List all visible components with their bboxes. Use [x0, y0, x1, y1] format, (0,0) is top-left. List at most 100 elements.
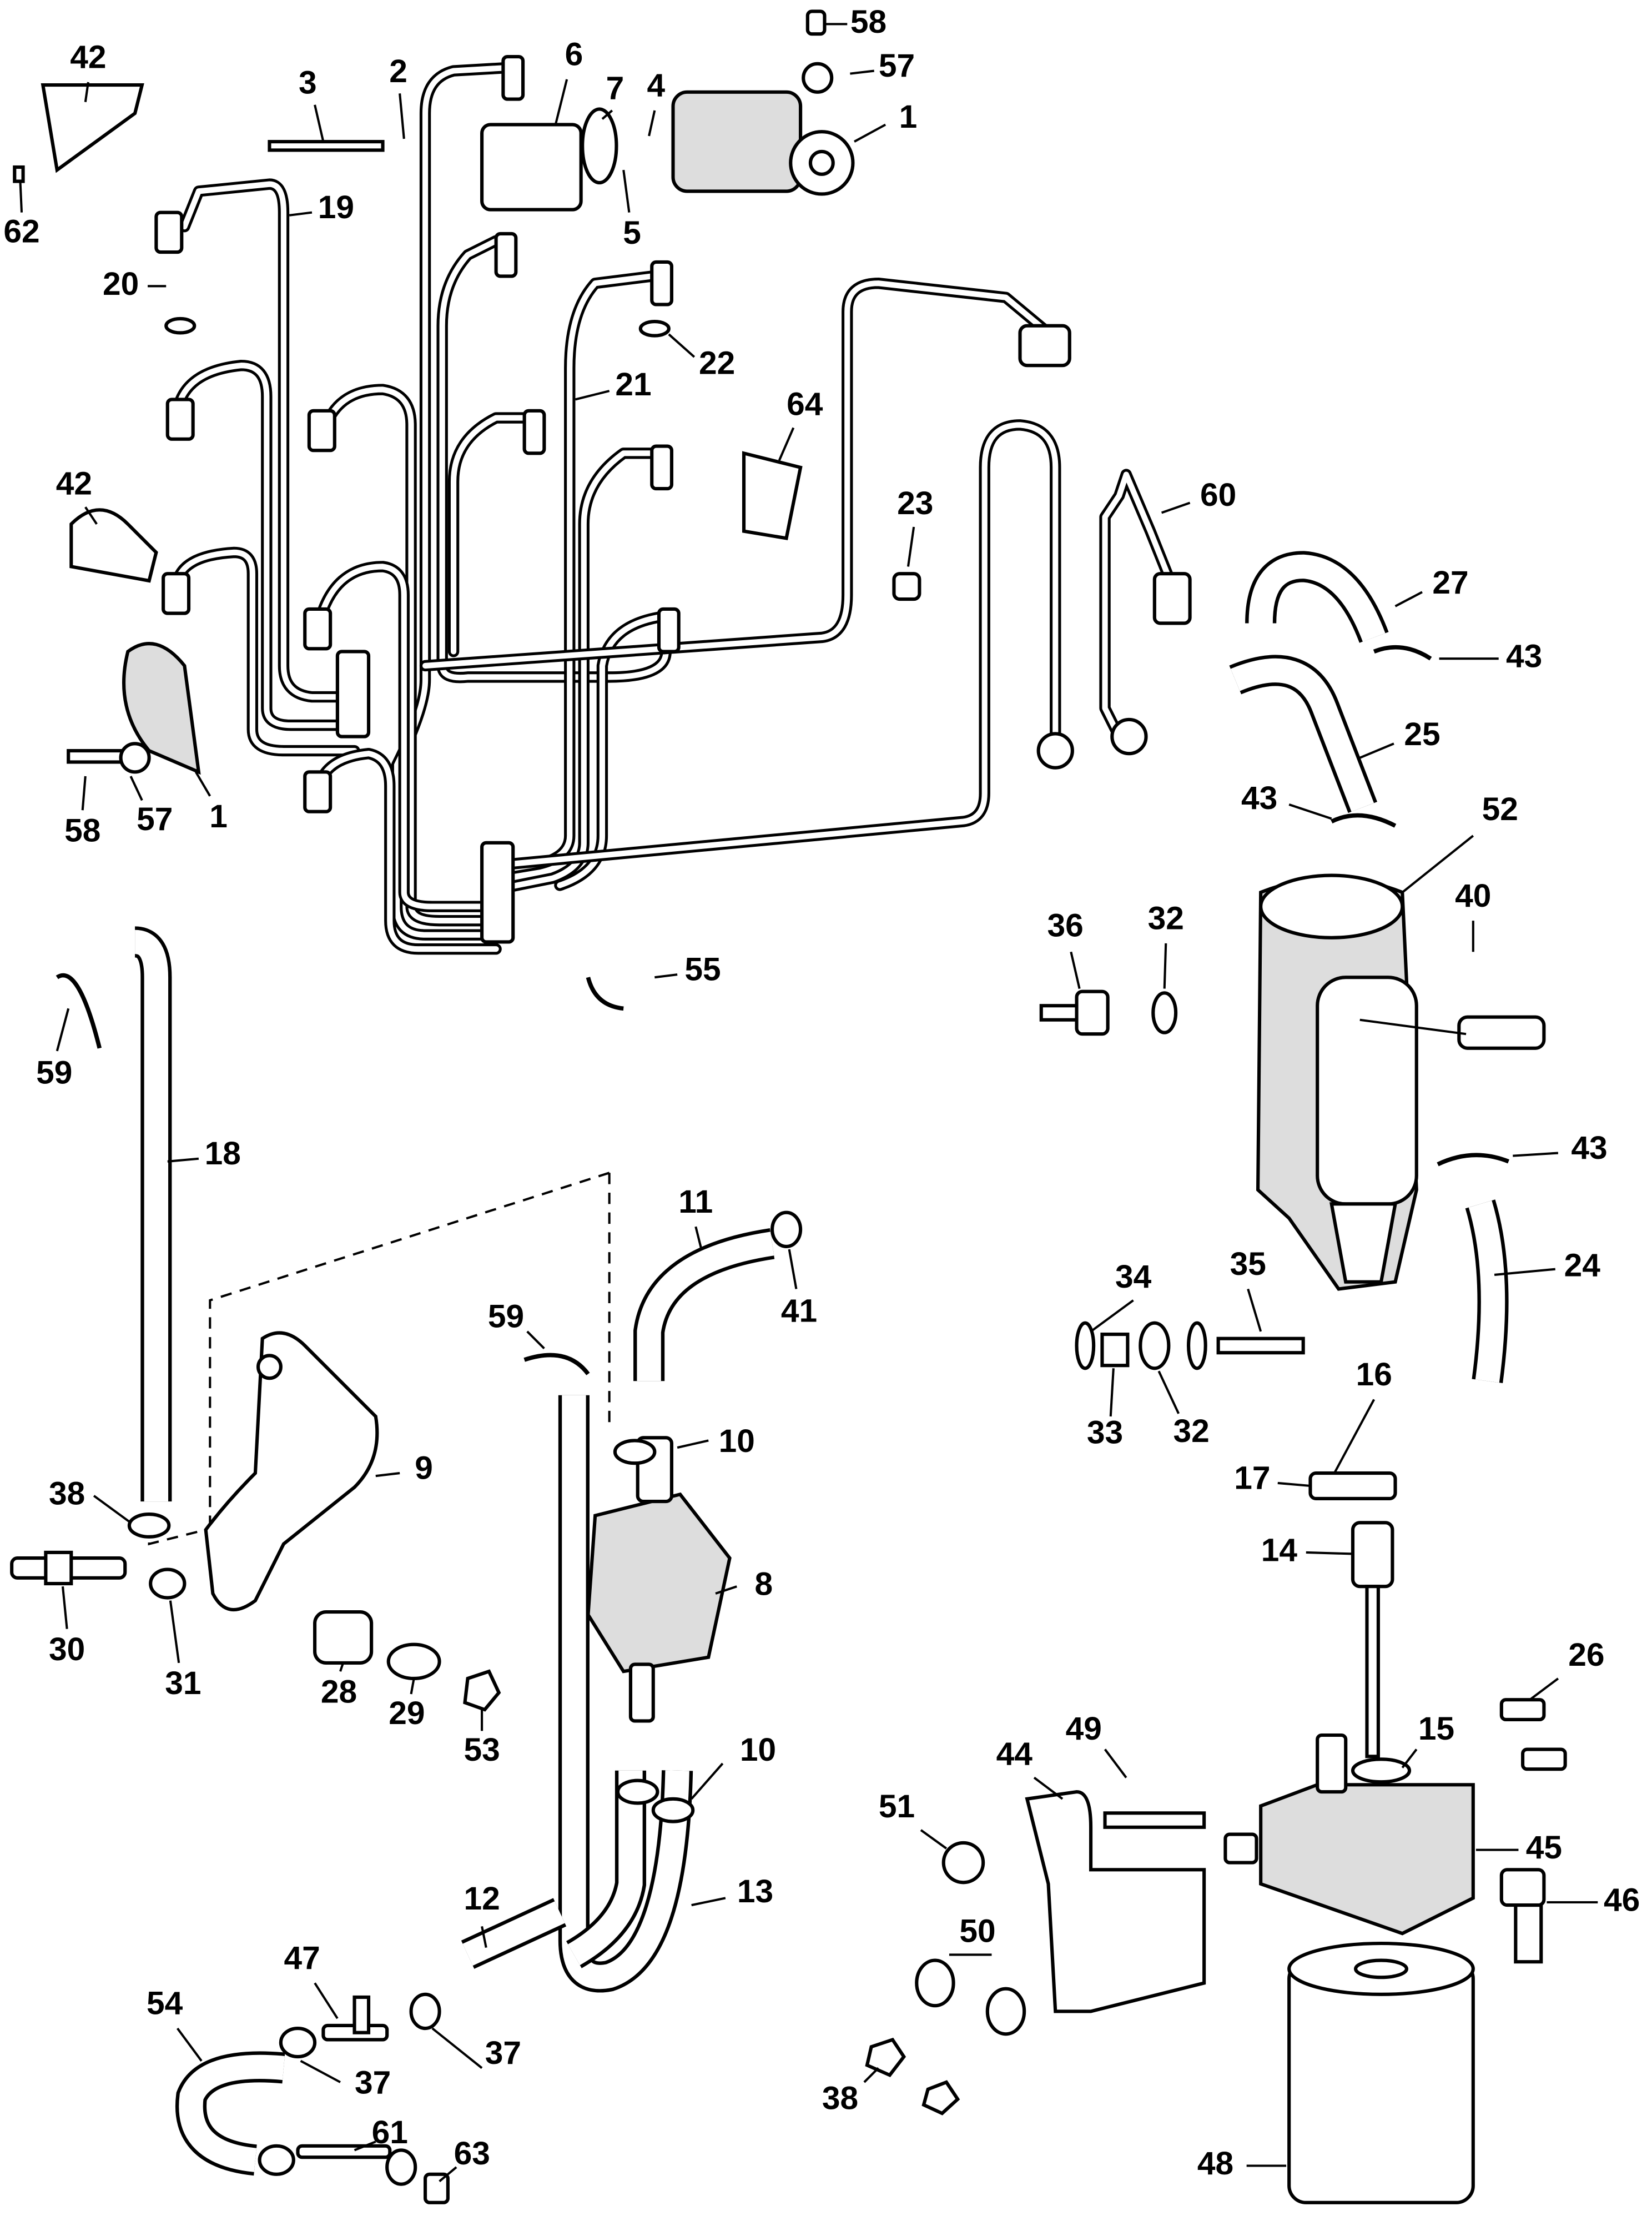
- fuel-filter-assembly: [865, 873, 1567, 2204]
- callout-number: 29: [389, 1695, 425, 1731]
- callout-number: 34: [1115, 1259, 1152, 1295]
- leader-line: [920, 1829, 948, 1850]
- leader-line: [1247, 1288, 1262, 1332]
- callout-number: 23: [897, 485, 933, 521]
- leader-line: [788, 1249, 798, 1289]
- fuel-pump-assembly: [10, 1172, 732, 1723]
- callout-number: 49: [1066, 1711, 1102, 1747]
- leader-line: [648, 110, 656, 137]
- callout-number: 54: [147, 1986, 183, 2022]
- callout-number: 58: [850, 4, 887, 40]
- callout-number: 47: [284, 1940, 320, 1976]
- callout-number: 37: [355, 2065, 391, 2101]
- callout-number: 61: [372, 2114, 408, 2150]
- callout-number: 43: [1571, 1130, 1607, 1166]
- leader-line: [1333, 1399, 1376, 1474]
- parts-drawing: [10, 9, 1567, 2204]
- callout-number: 36: [1047, 907, 1083, 943]
- callout-number: 46: [1604, 1882, 1640, 1918]
- callout-number: 55: [684, 951, 721, 987]
- leader-line: [601, 109, 613, 120]
- callout-number: 5: [623, 215, 641, 251]
- leader-line: [850, 69, 874, 75]
- callout-number: 42: [70, 39, 106, 76]
- leader-line: [289, 211, 313, 217]
- callout-number: 44: [996, 1736, 1033, 1772]
- small-fittings: [56, 645, 1510, 2204]
- callout-number: 9: [415, 1450, 433, 1486]
- leader-line: [81, 776, 87, 811]
- callout-number: 7: [606, 71, 624, 107]
- callout-number: 1: [209, 798, 228, 835]
- callout-number: 59: [36, 1055, 72, 1091]
- leader-line: [375, 1472, 400, 1478]
- callout-number: 3: [299, 65, 317, 101]
- leader-line: [1306, 1551, 1353, 1555]
- callout-number: 16: [1356, 1356, 1392, 1393]
- callout-number: 19: [318, 189, 354, 225]
- callout-number: 10: [740, 1732, 776, 1768]
- callout-number: 43: [1241, 780, 1277, 816]
- callout-number: 50: [959, 1913, 995, 1949]
- callout-number: 22: [699, 345, 735, 381]
- leader-line: [1513, 1152, 1559, 1157]
- leader-line: [354, 2140, 376, 2152]
- leader-line: [1529, 1677, 1559, 1701]
- callout-number: 62: [3, 213, 39, 249]
- leader-line: [1090, 1299, 1134, 1333]
- callout-number: 32: [1148, 901, 1184, 937]
- leader-line: [1394, 591, 1423, 607]
- callout-number: 1: [899, 99, 918, 135]
- callout-number: 32: [1173, 1413, 1210, 1449]
- leader-line: [1070, 951, 1081, 989]
- callout-number: 6: [565, 37, 583, 73]
- callout-number: 31: [165, 1665, 201, 1701]
- leader-line: [654, 973, 678, 979]
- leader-line: [694, 1226, 703, 1250]
- leader-line: [93, 1495, 132, 1524]
- leader-line: [691, 1897, 726, 1907]
- callout-number: 37: [485, 2035, 521, 2071]
- vapor-separator-top-parts: [13, 9, 921, 775]
- leader-line: [863, 2067, 879, 2083]
- callout-number: 21: [615, 366, 651, 403]
- leader-line: [1277, 1481, 1311, 1488]
- leader-line: [1401, 835, 1474, 893]
- hoses: [133, 551, 1509, 2176]
- callout-number: 4: [647, 68, 666, 104]
- leader-line: [1359, 742, 1394, 759]
- callout-number: 48: [1197, 2145, 1233, 2182]
- leader-line: [169, 1600, 180, 1664]
- leader-line: [167, 1157, 199, 1163]
- callout-number: 27: [1432, 565, 1468, 601]
- callout-number: 57: [879, 48, 915, 84]
- leader-line: [1104, 1748, 1127, 1778]
- leader-line: [314, 104, 325, 142]
- callout-number: 60: [1200, 477, 1236, 513]
- leader-line: [622, 169, 631, 213]
- callout-number: 17: [1234, 1460, 1270, 1496]
- leader-line: [439, 2166, 457, 2183]
- callout-number: 45: [1526, 1830, 1562, 1866]
- leader-line: [195, 771, 211, 797]
- leader-line: [554, 79, 568, 125]
- leader-line: [1033, 1776, 1064, 1800]
- leader-line: [314, 1982, 339, 2019]
- leader-line: [84, 506, 98, 525]
- leader-line: [1161, 501, 1191, 514]
- leader-line: [1157, 1370, 1180, 1414]
- callout-number: 38: [822, 2081, 858, 2117]
- leader-line: [84, 82, 89, 102]
- leader-line: [431, 2027, 483, 2069]
- callout-number: 42: [56, 465, 92, 501]
- callout-number: 11: [678, 1184, 713, 1220]
- callout-number: 24: [1564, 1248, 1601, 1284]
- callout-number: 59: [488, 1299, 524, 1335]
- leader-line: [1288, 803, 1332, 820]
- callout-number: 8: [754, 1566, 773, 1602]
- callout-number: 58: [64, 812, 100, 848]
- callout-number: 51: [879, 1788, 915, 1825]
- callout-number: 15: [1418, 1711, 1454, 1747]
